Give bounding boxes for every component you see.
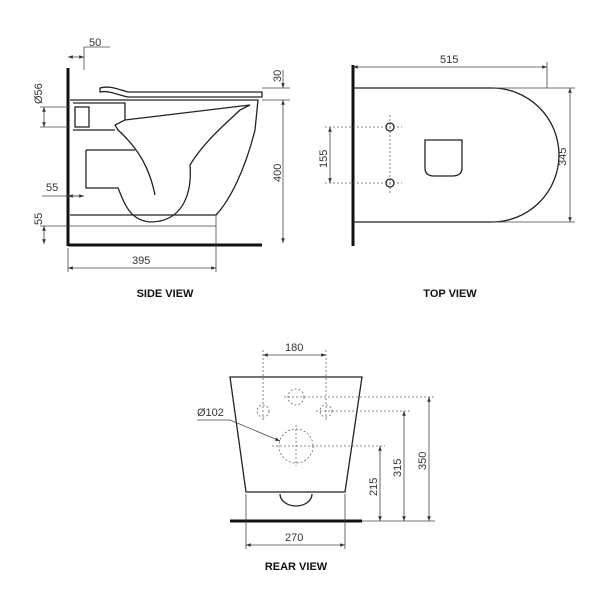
inlet-section (73, 102, 156, 196)
bowl-outline (70, 99, 259, 216)
top-view-label: TOP VIEW (423, 288, 477, 300)
dim-345: 345 (557, 148, 569, 166)
dim-395: 395 (132, 255, 150, 267)
dim-270: 270 (285, 532, 303, 544)
dim-215: 215 (368, 478, 380, 496)
side-view: 50 30 400 Ø56 55 55 395 SIDE VIEW (33, 37, 290, 300)
dim-400: 400 (272, 164, 284, 182)
fixing-hole-left (256, 404, 270, 418)
dim-diameter-102: Ø102 (197, 407, 224, 419)
side-view-label: SIDE VIEW (137, 288, 194, 300)
bowl-outline-top (353, 87, 560, 223)
dim-55-horizontal: 55 (46, 182, 58, 194)
dim-30: 30 (272, 70, 284, 82)
dim-155: 155 (318, 150, 330, 168)
top-view: 155 515 345 TOP VIEW (318, 54, 575, 300)
dim-315: 315 (392, 459, 404, 477)
bowl-opening (424, 139, 463, 177)
outlet-bottom (279, 493, 313, 507)
dim-50: 50 (89, 37, 101, 49)
seat-outline (99, 86, 263, 98)
dim-55-vertical: 55 (33, 213, 45, 225)
rear-view-label: REAR VIEW (265, 561, 328, 573)
dim-515: 515 (440, 54, 458, 66)
inlet-pipe (74, 106, 90, 128)
dim-diameter-56: Ø56 (33, 83, 45, 104)
rear-body-outline (229, 376, 363, 493)
rear-view: 180 Ø102 215 315 350 270 REAR VIEW (197, 342, 435, 573)
dim-180: 180 (285, 342, 303, 354)
trap-section (85, 104, 251, 223)
dim-350: 350 (417, 452, 429, 470)
